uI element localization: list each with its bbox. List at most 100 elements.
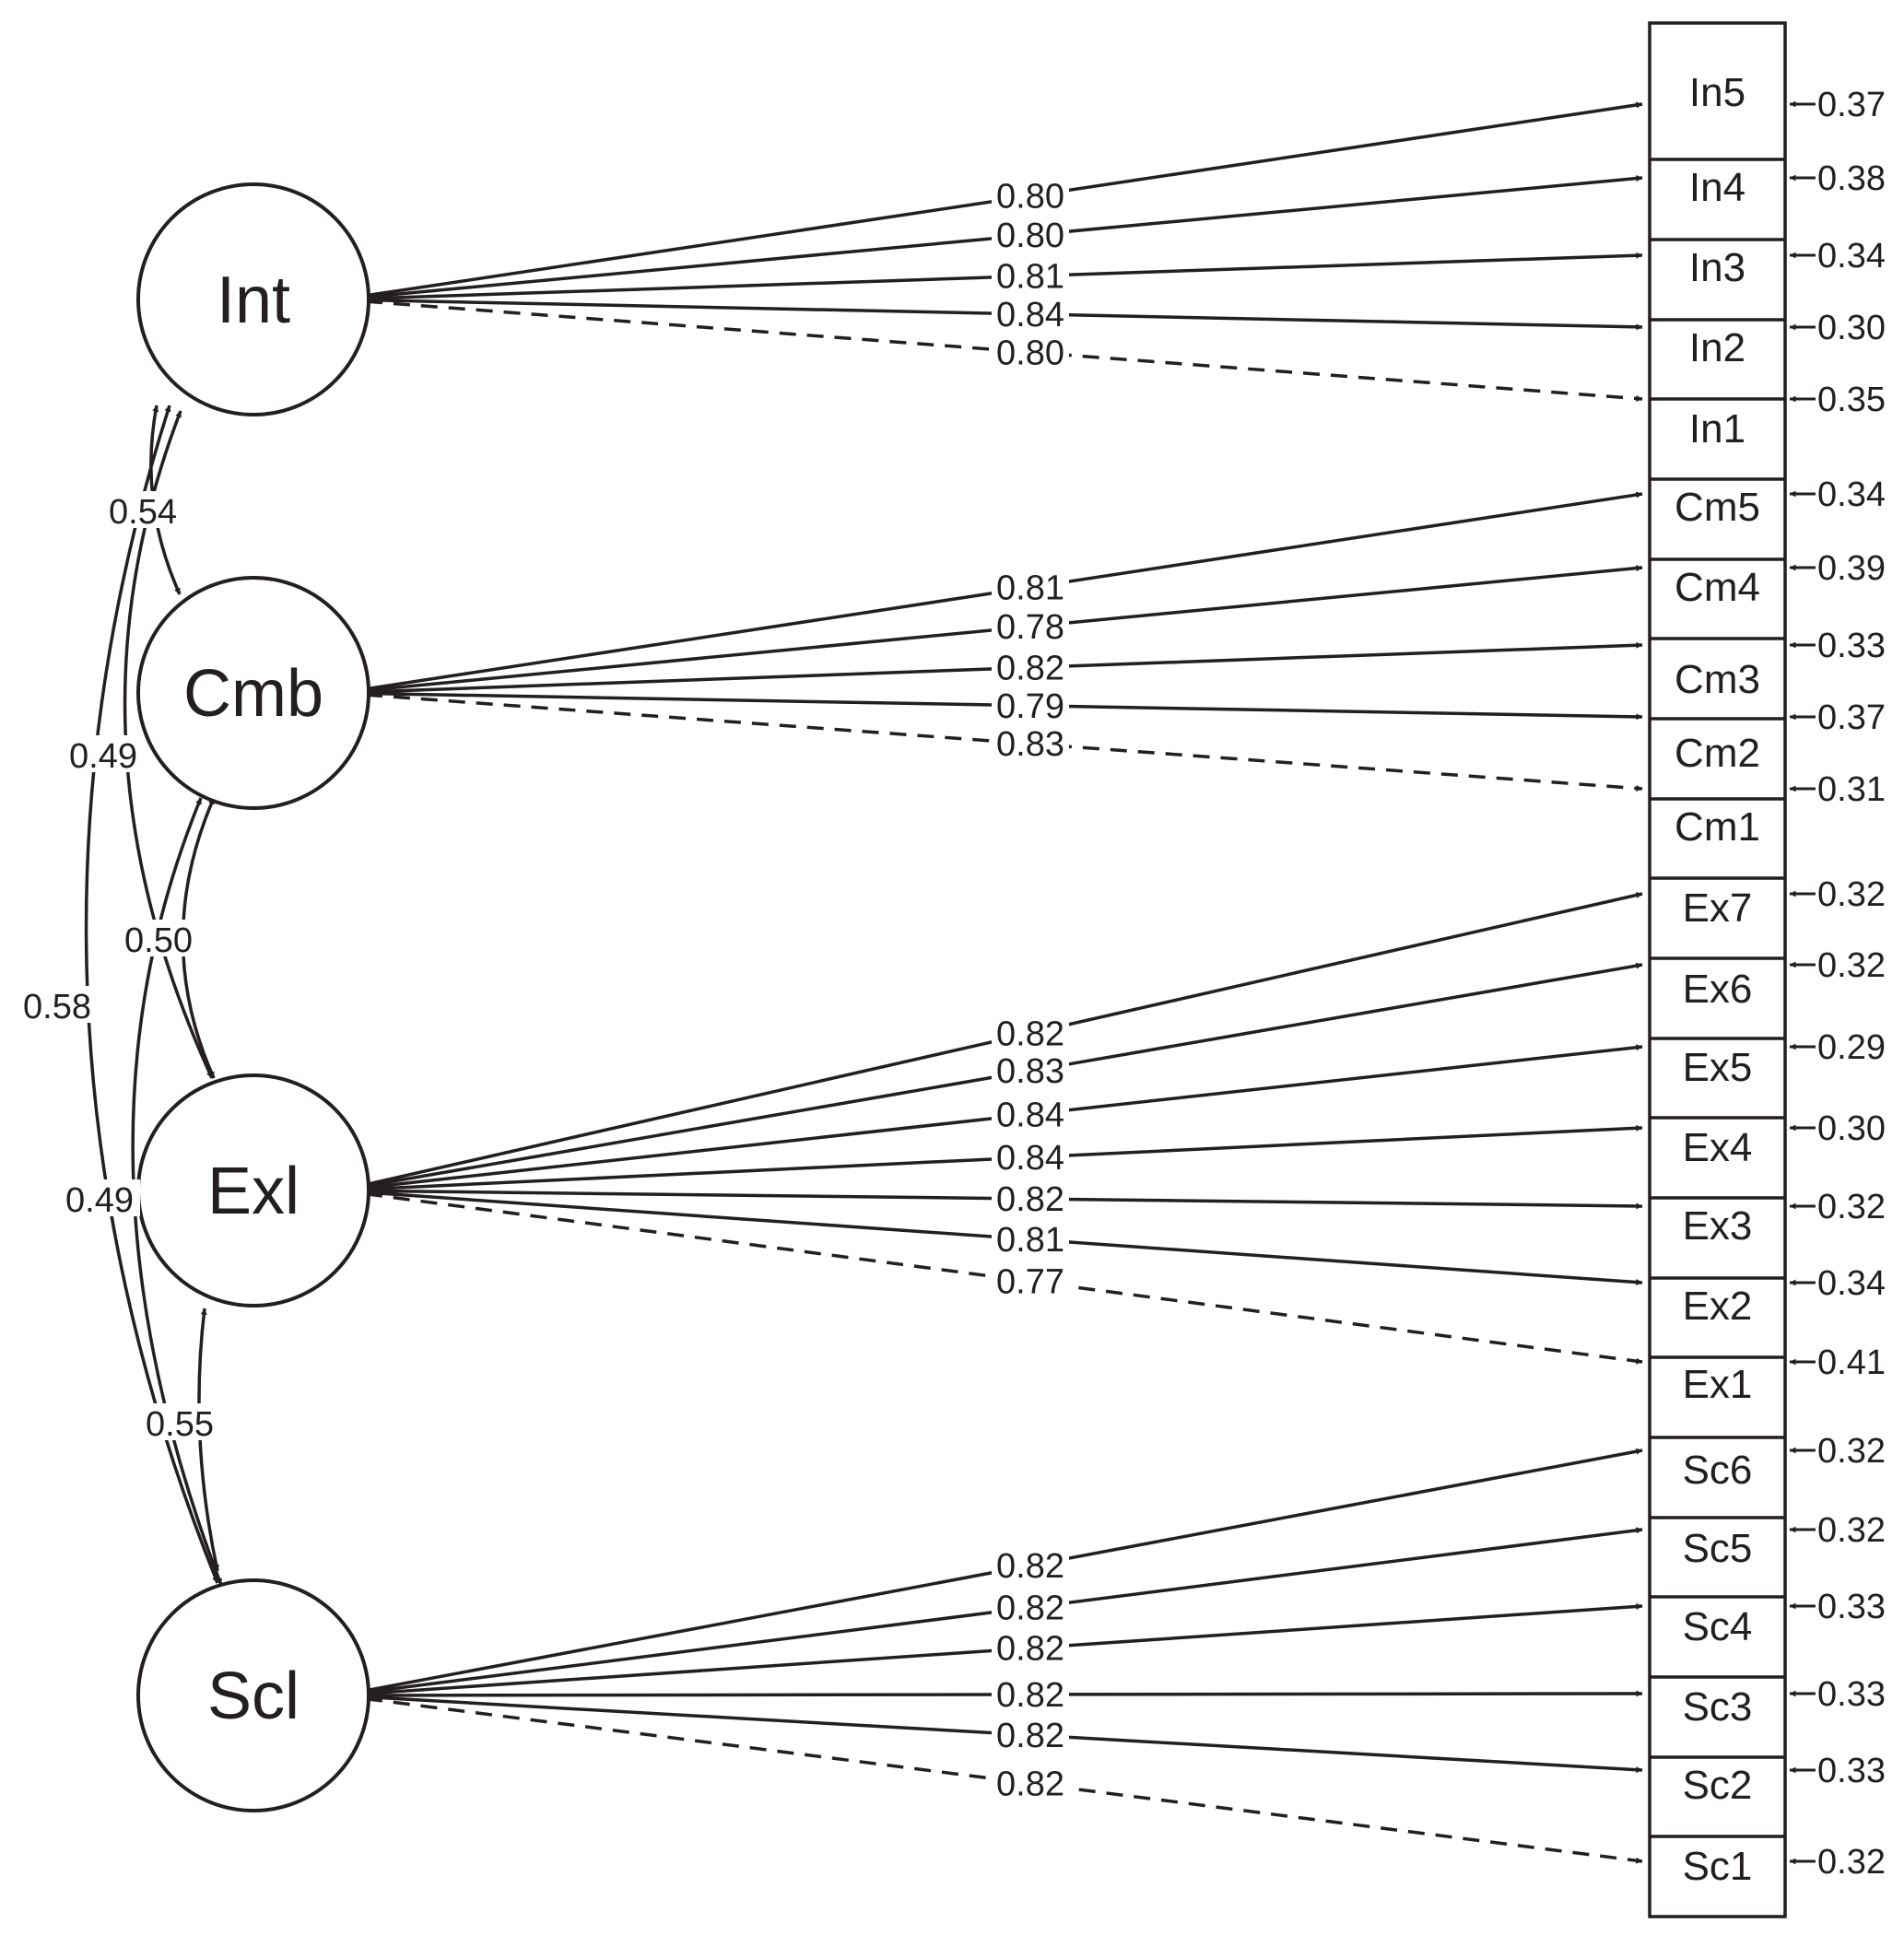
correlation-label-bg (139, 1403, 220, 1440)
loading-value: 0.82 (996, 1589, 1064, 1628)
loading-value: 0.81 (996, 569, 1064, 607)
residual-value: 0.34 (1817, 1264, 1886, 1303)
correlation-label-bg (59, 1179, 140, 1216)
correlation-value: 0.54 (109, 493, 177, 532)
latent-exl-label: Exl (207, 1155, 300, 1228)
observed-items-layer: In5In4In3In2In1Cm5Cm4Cm3Cm2Cm1Ex7Ex6Ex5E… (1648, 21, 1816, 1918)
loading-label-bg (992, 1765, 1069, 1800)
item-label: In1 (1689, 406, 1745, 452)
loading-label-bg (992, 217, 1069, 252)
loading-label-bg (992, 1716, 1069, 1752)
correlation-value: 0.58 (23, 988, 91, 1026)
item-label: Ex1 (1683, 1362, 1753, 1407)
items-frame (1648, 21, 1787, 1918)
item-label: Cm2 (1675, 731, 1760, 776)
loading-label-bg (992, 1180, 1069, 1216)
loading-label-bg (992, 1052, 1069, 1088)
residual-value: 0.32 (1817, 1511, 1886, 1550)
item-label: Sc1 (1683, 1844, 1753, 1889)
loading-value: 0.83 (996, 1052, 1064, 1091)
residual-value: 0.37 (1817, 698, 1886, 737)
item-label: Sc3 (1683, 1684, 1753, 1730)
loading-value: 0.80 (996, 178, 1064, 217)
residual-value: 0.30 (1817, 1109, 1886, 1148)
loading-label-bg (992, 1221, 1069, 1257)
correlation-label-bg (63, 735, 144, 772)
loading-value: 0.82 (996, 1630, 1064, 1669)
correlation-value: 0.50 (124, 921, 193, 960)
correlation-value: 0.49 (65, 1181, 134, 1220)
latent-scl-circle (136, 1578, 370, 1812)
loading-value: 0.77 (996, 1263, 1064, 1302)
item-label: Ex2 (1683, 1284, 1753, 1329)
residual-value: 0.41 (1817, 1343, 1886, 1382)
loading-value: 0.82 (996, 1717, 1064, 1755)
item-label: Sc2 (1683, 1763, 1753, 1808)
correlation-curve (131, 797, 223, 1586)
latent-scl-label: Scl (207, 1660, 300, 1733)
residual-value: 0.29 (1817, 1028, 1886, 1067)
loading-label-bg (992, 686, 1069, 722)
loading-value: 0.79 (996, 687, 1064, 726)
item-label: Cm4 (1675, 565, 1760, 610)
loading-label-bg (992, 1096, 1069, 1132)
loading-label-bg (992, 257, 1069, 293)
loading-value: 0.82 (996, 1765, 1064, 1803)
loading-label-bg (992, 649, 1069, 685)
item-label: Sc5 (1683, 1526, 1753, 1571)
loading-label-bg (992, 177, 1069, 213)
loading-label-bg (992, 1675, 1069, 1711)
loading-value: 0.82 (996, 1676, 1064, 1715)
loading-label-bg (992, 1629, 1069, 1665)
residual-value: 0.32 (1817, 1432, 1886, 1471)
residual-value: 0.32 (1817, 875, 1886, 914)
latent-int-circle (136, 182, 370, 416)
residual-value: 0.32 (1817, 1843, 1886, 1882)
item-label: In2 (1689, 325, 1745, 370)
item-label: Cm1 (1675, 804, 1760, 850)
correlation-value: 0.49 (69, 737, 137, 776)
loading-value: 0.81 (996, 258, 1064, 297)
loading-label-bg (992, 725, 1069, 761)
latent-int-label: Int (217, 264, 290, 337)
loading-label-bg (992, 295, 1069, 331)
correlation-label-bg (102, 491, 183, 528)
residual-value: 0.33 (1817, 1588, 1886, 1626)
residual-value: 0.30 (1817, 309, 1886, 347)
loading-label-bg (992, 1015, 1069, 1050)
residual-value: 0.37 (1817, 86, 1886, 124)
correlation-label-bg (17, 986, 98, 1023)
residual-value: 0.35 (1817, 381, 1886, 419)
item-label: Sc6 (1683, 1448, 1753, 1493)
loading-value: 0.82 (996, 1180, 1064, 1219)
loading-label-bg (992, 334, 1069, 369)
loading-value: 0.83 (996, 725, 1064, 764)
residual-value: 0.33 (1817, 1752, 1886, 1790)
loading-value: 0.84 (996, 296, 1064, 334)
loading-label-bg (992, 1262, 1069, 1298)
item-label: In3 (1689, 245, 1745, 290)
latent-cmb-circle (136, 576, 370, 810)
loading-value: 0.80 (996, 217, 1064, 255)
residual-value: 0.34 (1817, 237, 1886, 276)
loading-label-bg (992, 1589, 1069, 1624)
loading-value: 0.82 (996, 1015, 1064, 1053)
residual-value: 0.32 (1817, 1188, 1886, 1226)
item-label: In5 (1689, 70, 1745, 115)
latent-cmb-label: Cmb (183, 657, 323, 731)
residual-value: 0.38 (1817, 159, 1886, 198)
loading-value: 0.82 (996, 649, 1064, 687)
loading-value: 0.81 (996, 1221, 1064, 1260)
residual-value: 0.32 (1817, 946, 1886, 985)
residual-value: 0.33 (1817, 1675, 1886, 1714)
item-label: Ex6 (1683, 967, 1753, 1012)
loading-label-bg (992, 1546, 1069, 1582)
loading-value: 0.82 (996, 1547, 1064, 1586)
loading-label-bg (992, 1138, 1069, 1174)
loading-value: 0.84 (996, 1096, 1064, 1134)
item-label: Ex3 (1683, 1203, 1753, 1249)
loading-value: 0.84 (996, 1139, 1064, 1178)
